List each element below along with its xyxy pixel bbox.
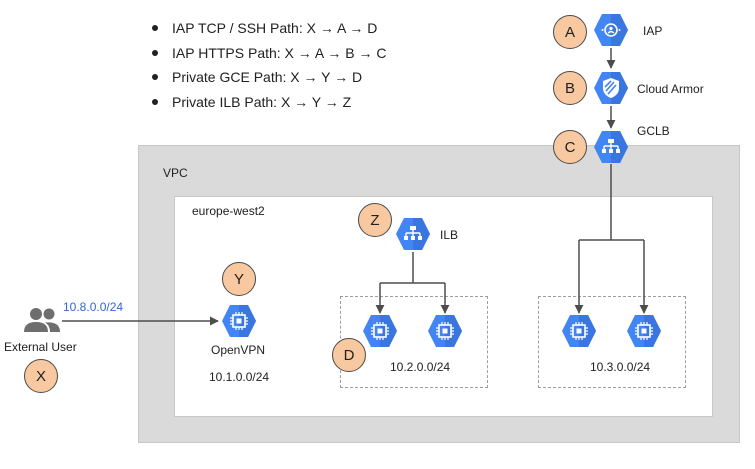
legend-text: Private ILB Path: X → Y → Z <box>172 93 352 110</box>
badge-b: B <box>553 71 587 105</box>
gclb-label: GCLB <box>637 124 670 138</box>
external-user-label: External User <box>4 340 77 354</box>
compute-engine-icon <box>363 315 397 347</box>
compute-engine-icon <box>562 315 596 347</box>
iap-icon <box>594 14 628 46</box>
legend-item: IAP TCP / SSH Path: X → A → D <box>150 18 386 43</box>
legend-text: IAP HTTPS Path: X → A → B → C <box>172 44 387 61</box>
region-label: europe-west2 <box>192 204 265 218</box>
subnet-box-a <box>340 296 488 388</box>
openvpn-label: OpenVPN <box>211 343 266 357</box>
badge-d: D <box>332 338 366 372</box>
compute-engine-icon <box>627 315 661 347</box>
client-cidr-label: 10.8.0.0/24 <box>63 300 124 314</box>
badge-y: Y <box>222 262 256 296</box>
ilb-label: ILB <box>440 228 459 242</box>
subnet-a-cidr: 10.2.0.0/24 <box>390 360 451 374</box>
badge-a: A <box>553 15 587 49</box>
compute-engine-icon <box>428 315 462 347</box>
bullet <box>152 98 158 105</box>
compute-engine-icon <box>222 305 256 337</box>
legend-item: Private ILB Path: X → Y → Z <box>150 92 386 117</box>
badge-c: C <box>553 130 587 164</box>
badge-z: Z <box>358 203 392 237</box>
cloud-armor-label: Cloud Armor <box>637 82 704 96</box>
vpc-label: VPC <box>163 166 188 180</box>
legend-text: Private GCE Path: X → Y → D <box>172 69 363 85</box>
load-balancer-icon <box>396 218 430 250</box>
legend-item: IAP HTTPS Path: X → A → B → C <box>150 43 386 68</box>
subnet-box-b <box>538 296 686 388</box>
legend-item: Private GCE Path: X → Y → D <box>150 67 386 92</box>
bullet <box>152 49 158 56</box>
path-legend: IAP TCP / SSH Path: X → A → D IAP HTTPS … <box>150 18 386 116</box>
legend-text: IAP TCP / SSH Path: X → A → D <box>172 20 378 36</box>
badge-x: X <box>24 359 58 393</box>
openvpn-cidr: 10.1.0.0/24 <box>209 370 270 384</box>
cloud-armor-icon <box>594 72 628 104</box>
iap-label: IAP <box>643 24 663 38</box>
users-icon <box>24 308 60 332</box>
load-balancer-icon <box>594 131 628 163</box>
subnet-b-cidr: 10.3.0.0/24 <box>590 360 651 374</box>
bullet <box>152 25 158 31</box>
bullet <box>152 74 158 80</box>
